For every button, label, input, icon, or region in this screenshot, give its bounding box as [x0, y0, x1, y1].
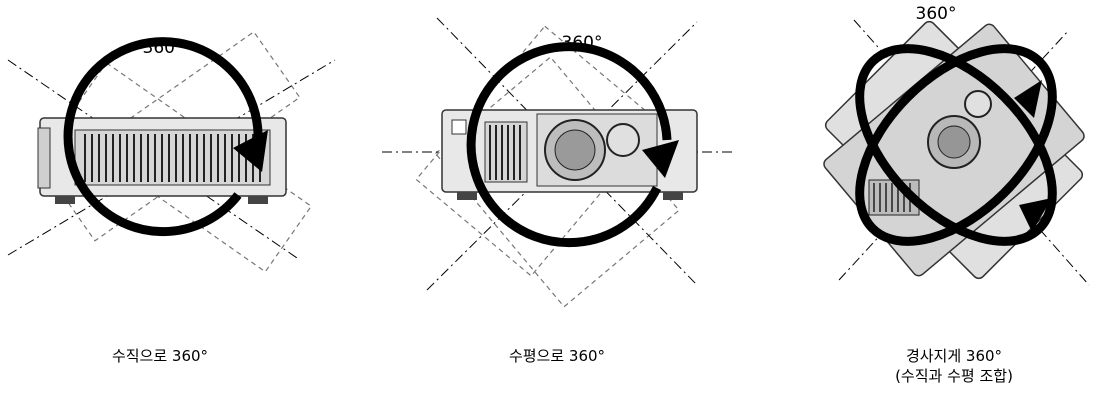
- rotation-arrow-icon: [466, 42, 679, 248]
- rotation-angle-label: 360°: [142, 38, 184, 58]
- rotation-arrow-icon: [63, 37, 268, 237]
- horizontal-rotation-panel: 360° 수평으로 360°: [367, 0, 734, 400]
- inclined-rotation-panel: 360° 경사지게 360° (수직과 수평 조합): [734, 0, 1101, 400]
- caption-line-2: (수직과 수평 조합): [895, 367, 1013, 385]
- vertical-rotation-caption: 수직으로 360°: [111, 347, 209, 365]
- rotated-projector-outline: [415, 25, 680, 308]
- horizontal-rotation-diagram: [382, 17, 734, 308]
- vertical-rotation-diagram: [7, 31, 336, 273]
- rotation-arrowhead-icon: [1019, 198, 1052, 232]
- rotation-angle-label: 360°: [915, 4, 957, 24]
- vertical-rotation-panel: 360° 수직으로 360°: [0, 0, 367, 400]
- projector-icon: [823, 20, 1085, 280]
- projector-icon: [37, 117, 287, 204]
- rotation-arrowhead-icon: [1014, 80, 1042, 118]
- inclined-rotation-caption: 경사지게 360° (수직과 수평 조합): [824, 346, 1084, 386]
- caption-line-1: 경사지게 360°: [905, 347, 1003, 365]
- inclined-rotation-diagram: [823, 19, 1090, 286]
- rotation-arrow-icon: [855, 44, 1057, 246]
- projector-icon: [441, 109, 698, 200]
- horizontal-rotation-caption: 수평으로 360°: [508, 347, 606, 365]
- rotation-axis-lines: [7, 59, 336, 261]
- rotation-angle-label: 360°: [561, 33, 603, 53]
